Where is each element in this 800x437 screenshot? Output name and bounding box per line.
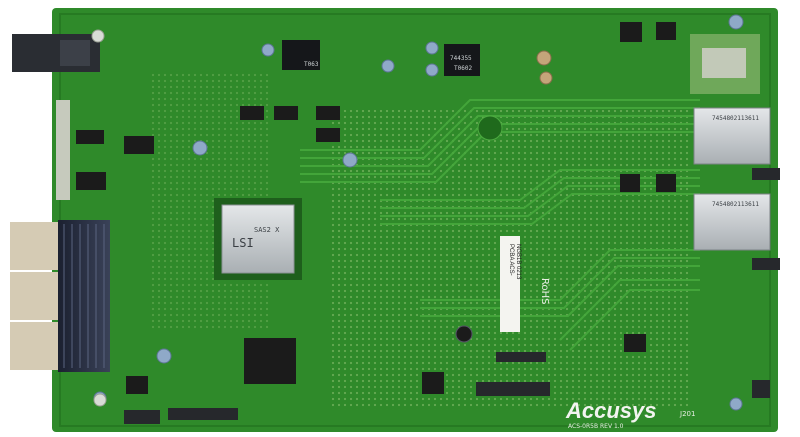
svg-text:744355: 744355 <box>450 55 472 62</box>
sff-port-2: 7454802113611 <box>693 193 771 251</box>
ic-chip-group <box>76 22 676 394</box>
svg-text:7454802113611: 7454802113611 <box>712 115 759 122</box>
rohs-mark: RoHS <box>539 278 550 304</box>
cpu-model-text: SAS2 X <box>254 226 280 234</box>
board-id-text: ACS-0R5B REV 1.0 <box>568 423 624 430</box>
mounting-hole-group <box>91 29 503 407</box>
rj45-port-stack <box>10 220 110 372</box>
trace-bundle <box>300 99 700 351</box>
brand-logo: Accusys <box>565 398 657 423</box>
inductor-2: 744355 T0602 <box>444 44 480 76</box>
svg-text:PCBA ACS-: PCBA ACS- <box>508 244 514 276</box>
svg-text:7454802113611: 7454802113611 <box>712 201 759 208</box>
svg-text:NGB1B 0213: NGB1B 0213 <box>515 244 521 280</box>
svg-text:T063: T063 <box>304 61 319 68</box>
sff-port-1: 7454802113611 <box>693 107 771 165</box>
lsi-controller-chip: LSI SAS2 X <box>214 198 302 280</box>
sticker-label: PCBA ACS- NGB1B 0213 <box>500 236 521 332</box>
inductor-1: T063 <box>282 40 320 70</box>
cpu-brand-text: LSI <box>232 236 254 250</box>
jumper-label: J201 <box>679 410 695 418</box>
pin-header-group <box>124 168 780 424</box>
svg-text:T0602: T0602 <box>454 65 472 72</box>
